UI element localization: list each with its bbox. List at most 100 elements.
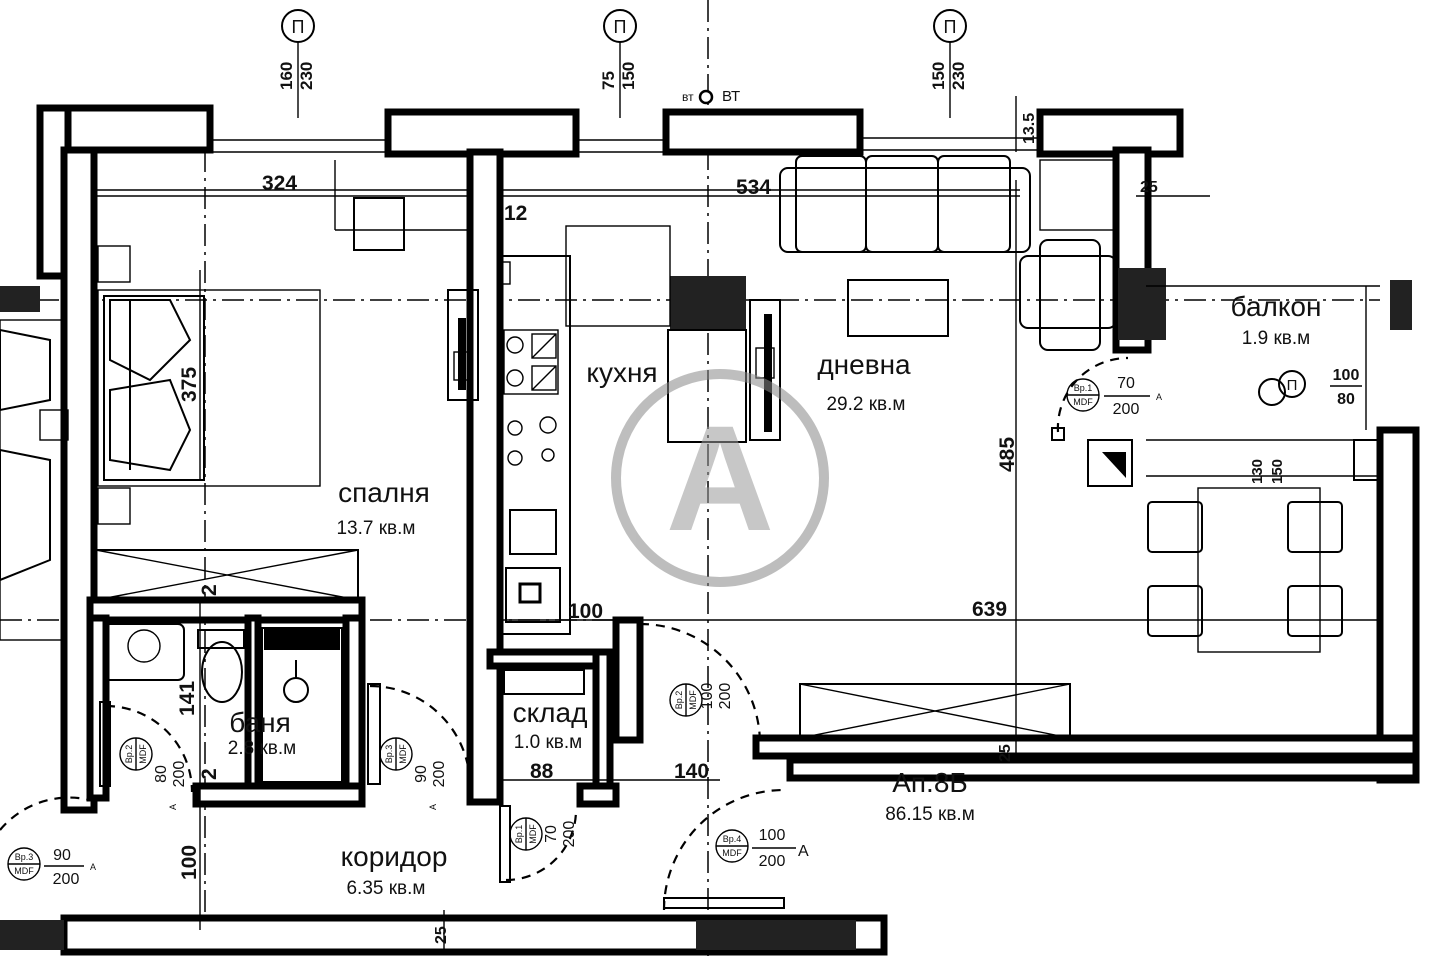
door-tag-entry-id: Вр.4 [723,834,742,844]
window-tag-2-letter: П [614,17,627,37]
door-tag-left: Вр.3 MDF 90 200 A [7,847,96,888]
balcony-column [1087,439,1381,487]
window-tag-1-letter: П [292,17,305,37]
room-balcony-area: 1.9 кв.м [1242,328,1310,349]
dim-485: 485 [996,437,1019,472]
door-tag-bath-w: 80 [153,765,170,783]
door-tag-left-sub: MDF [14,866,34,876]
dim-25a: 25 [997,744,1014,762]
window-tag-5-top: 130 [1249,459,1266,484]
door-tag-kitchen: Вр.2 MDF 100 200 [669,683,734,717]
window-tag-3: П 150 230 [929,9,968,118]
window-tag-5-bottom: 150 [1269,459,1286,484]
dim-2b: 2 [198,768,221,780]
window-tag-4-bottom: 80 [1337,391,1355,408]
door-tag-living-w: 70 [1117,375,1135,392]
door-tag-left-id: Вр.3 [15,852,34,862]
room-living-area: 29.2 кв.м [826,394,905,415]
left-neighbor-bed [0,319,69,641]
door-tag-left-mark: A [90,862,96,872]
coffee-table [847,279,949,337]
window-tag-1: П 160 230 [277,9,316,118]
door-tag-entry-w: 100 [759,827,786,844]
dim-25c: 25 [1140,179,1158,196]
storage-shelf [503,669,585,695]
vent-label-right: ВТ [722,88,740,105]
door-tag-left-w: 90 [53,847,71,864]
window-tag-2-top: 75 [599,71,618,90]
room-storage-area: 1.0 кв.м [514,732,582,753]
room-living-name: дневна [817,349,911,380]
door-tag-entry-h: 200 [759,853,786,870]
watermark-logo: A [611,369,829,587]
room-corridor-name: коридор [341,841,448,872]
dim-141: 141 [176,681,199,716]
door-tag-living-h: 200 [1113,401,1140,418]
door-tag-living-sub: MDF [1073,397,1093,407]
door-tag-store-w: 70 [543,825,560,843]
vent-marker: вт ВТ [682,88,740,105]
door-tag-bath-mark: A [168,804,178,810]
door-tag-store-h: 200 [561,821,578,848]
window-tag-4-letter: П [1287,377,1298,394]
bathroom-fixtures [103,618,343,786]
tv-cabinet [799,683,1071,739]
room-bedroom-area: 13.7 кв.м [336,518,415,539]
room-bathroom-name: баня [229,707,291,738]
dim-12: 12 [504,202,527,225]
door-tag-entry-sub: MDF [722,848,742,858]
dim-13-5: 13.5 [1021,113,1038,144]
apartment-label: Ап.8Б [892,767,968,798]
dim-375: 375 [178,367,201,402]
bar-table [447,289,781,443]
door-tag-left-h: 200 [53,871,80,888]
dining-table [1147,487,1343,653]
window-frames [94,137,1380,477]
desk [334,160,470,251]
room-storage-name: склад [513,697,588,728]
door-tag-kitchen-w: 100 [699,683,716,710]
wardrobe [95,549,359,601]
door-tag-store-sub: MDF [528,824,538,844]
door-tag-corr1-w: 90 [413,765,430,783]
door-tag-corr1-sub: MDF [398,744,408,764]
door-tag-kitchen-sub: MDF [688,690,698,710]
dimension-labels: 324 534 12 375 485 639 100 141 2 2 88 14… [176,113,1158,944]
dim-534: 534 [736,176,771,199]
watermark-letter: A [666,394,774,562]
door-tag-bath-sub: MDF [138,744,148,764]
window-tag-3-bottom: 230 [949,62,968,90]
door-tag-kitchen-id: Вр.2 [674,691,684,710]
door-tag-store-id: Вр.1 [514,825,524,844]
sofa [779,155,1031,253]
dim-100a: 100 [568,600,603,623]
door-tag-corr1: Вр.3 MDF 90 200 A [379,737,448,810]
door-tag-living-id: Вр.1 [1074,383,1093,393]
vent-label-left: вт [682,90,694,104]
dim-140: 140 [674,760,709,783]
window-tag-3-top: 150 [929,62,948,90]
room-bathroom-area: 2.8 кв.м [228,738,296,759]
door-tag-bath: Вр.2 MDF 80 200 A [119,737,188,810]
dim-88: 88 [530,760,554,783]
dim-324: 324 [262,172,297,195]
door-tag-bath-h: 200 [171,761,188,788]
door-tag-bath-id: Вр.2 [124,745,134,764]
room-corridor-area: 6.35 кв.м [346,878,425,899]
door-tag-corr1-mark: A [428,804,438,810]
door-tag-corr1-h: 200 [431,761,448,788]
window-tag-4: П 100 80 [1258,367,1362,408]
room-bedroom-name: спалня [338,477,430,508]
window-tag-2: П 75 150 [599,9,638,118]
armchair [1019,159,1117,351]
bed [97,245,321,525]
window-tag-4-top: 100 [1333,367,1360,384]
door-tag-entry-mark: A [798,843,809,860]
door-tag-living: Вр.1 MDF 70 200 A [1066,375,1162,418]
door-tag-corr1-id: Вр.3 [384,745,394,764]
dimension-lines [94,96,1380,952]
dim-639: 639 [972,598,1007,621]
door-tag-kitchen-h: 200 [717,683,734,710]
room-kitchen-name: кухня [586,357,657,388]
